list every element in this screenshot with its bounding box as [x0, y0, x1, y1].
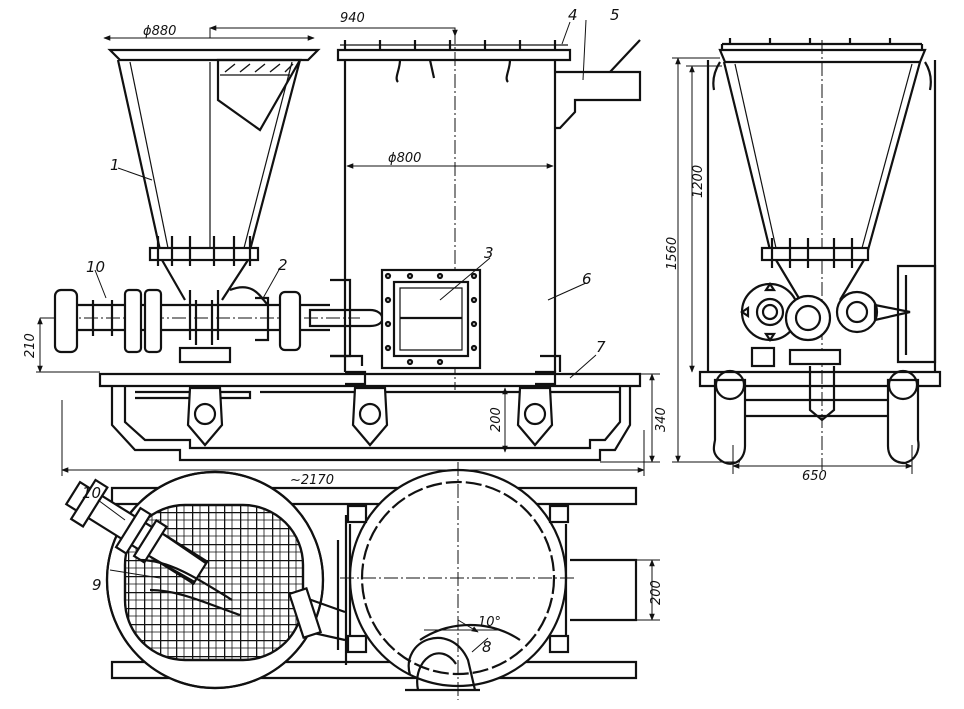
- callout-9: 9: [92, 576, 102, 594]
- angle-10deg: 10°: [478, 615, 501, 630]
- callout-10-plan: 10: [82, 484, 101, 502]
- front-dimensions: [36, 19, 660, 476]
- dim-1200: 1200: [691, 165, 706, 198]
- callout-4: 4: [568, 6, 578, 24]
- dim-800: ϕ800: [388, 151, 421, 166]
- callout-10-front: 10: [86, 258, 105, 276]
- side-view: 1560 1200 650: [665, 38, 942, 484]
- dim-2170: ~2170: [290, 473, 334, 488]
- dim-210: 210: [23, 333, 38, 358]
- dim-340: 340: [654, 407, 669, 432]
- front-view: ϕ880 940 ϕ800 210 200 340 ~2170 1 10 2 3…: [23, 6, 669, 488]
- callout-3: 3: [484, 244, 494, 262]
- dim-650: 650: [802, 469, 827, 484]
- plan-view: 200 10° 8: [64, 462, 664, 700]
- callout-2: 2: [278, 256, 288, 274]
- dim-880: ϕ880: [143, 24, 176, 39]
- feed-pipe: [40, 278, 384, 366]
- vessel: [336, 30, 642, 390]
- callout-1: 1: [110, 156, 120, 174]
- callout-7: 7: [596, 338, 606, 356]
- dim-200-plan: 200: [649, 580, 664, 605]
- dim-200-front: 200: [489, 407, 504, 432]
- dim-940: 940: [340, 11, 365, 26]
- dim-1560: 1560: [665, 237, 680, 270]
- callout-5: 5: [610, 6, 620, 24]
- skid-frame: [98, 372, 642, 462]
- hopper: [107, 48, 321, 364]
- callout-6: 6: [582, 270, 592, 288]
- callout-8: 8: [482, 638, 492, 656]
